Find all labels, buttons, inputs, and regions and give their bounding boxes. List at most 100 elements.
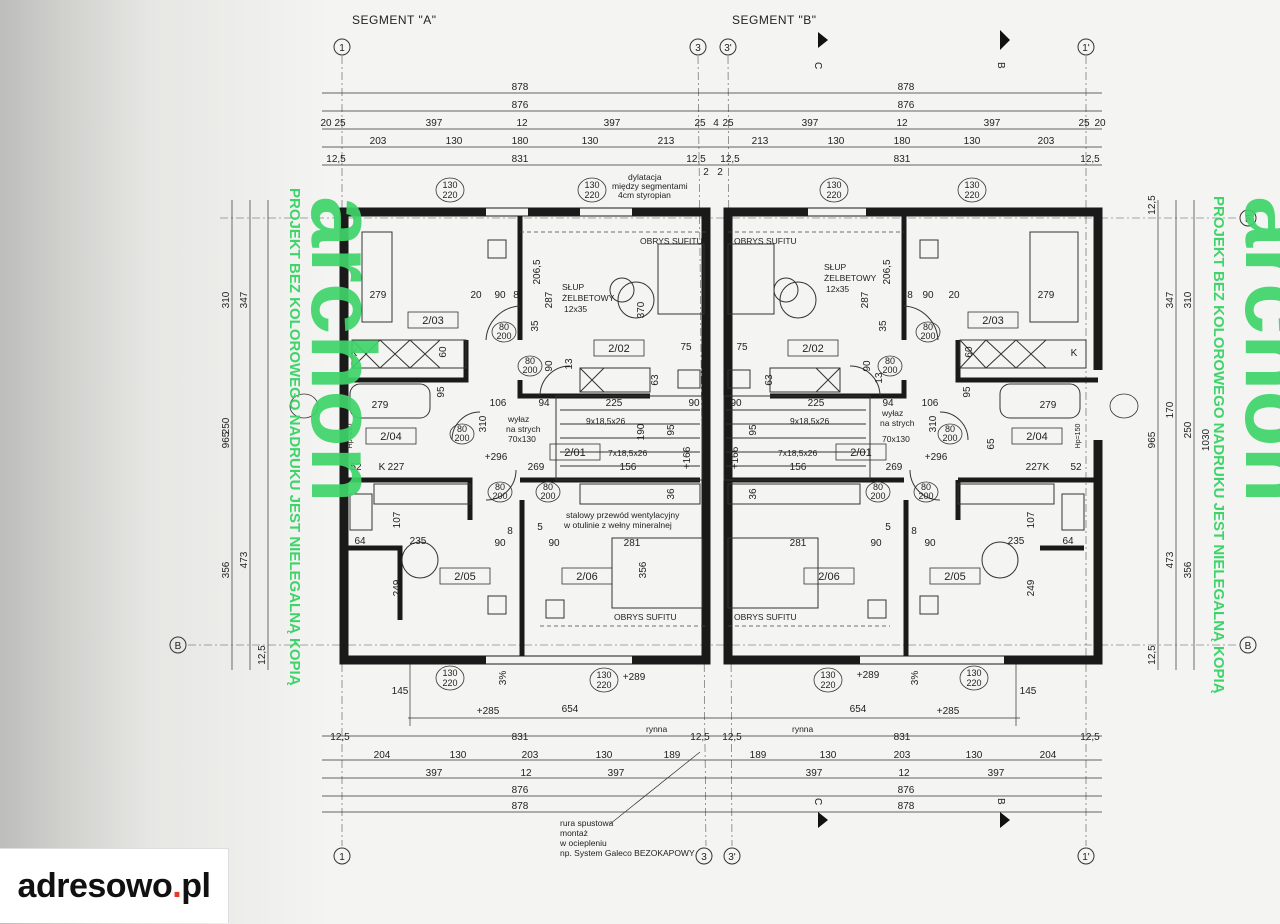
door-a4-w: 80 <box>495 482 505 492</box>
idim-90-b2: 90 <box>730 398 742 409</box>
idim-90-a1: 90 <box>494 290 506 301</box>
idim-rot-35-b: 35 <box>878 320 889 332</box>
dim-180-b: 180 <box>894 136 911 147</box>
door-b1-w: 80 <box>885 356 895 366</box>
door-b3-h: 200 <box>942 433 957 443</box>
scan-shadow <box>0 0 330 924</box>
idim-rot-60-b: 60 <box>964 346 975 358</box>
idim-rot-65-b: 65 <box>986 438 997 450</box>
k-mark-a2: K <box>379 462 386 473</box>
idim-227-b: 227 <box>1026 462 1043 473</box>
dim-125-bmb: 12,5 <box>722 732 742 743</box>
note-stairs-b2: 7x18,5x26 <box>778 448 817 458</box>
level-289-b: +289 <box>857 670 880 681</box>
idim-rot-287-b: 287 <box>860 291 871 308</box>
room-b-203: 2/03 <box>982 315 1003 327</box>
dim-831-a: 831 <box>512 154 529 165</box>
axis-label-1p-bottom: 1' <box>1082 852 1090 863</box>
note-slup-a3: 12x35 <box>564 304 587 314</box>
dim-876-left: 876 <box>512 100 529 111</box>
axis-label-3p: 3' <box>724 43 732 54</box>
site-logo[interactable]: adresowo.pl <box>0 848 229 923</box>
win-a3-h: 220 <box>442 678 457 688</box>
room-b-202: 2/02 <box>802 343 823 355</box>
axis-marker-f-right <box>1239 209 1257 227</box>
note-slup-a2: ŻELBETOWY <box>562 293 615 303</box>
dim-v-347-l: 347 <box>239 291 250 308</box>
section-mark-c-bottom <box>818 812 828 828</box>
door-b3-w: 80 <box>945 424 955 434</box>
wall-outline-a <box>339 207 711 665</box>
note-wentylacja-1: stalowy przewód wentylacyjny <box>566 510 680 520</box>
dim-189-b: 189 <box>750 750 767 761</box>
idim-rot-166-b: +166 <box>730 446 741 469</box>
dim-831-bottom-b: 831 <box>894 732 911 743</box>
room-b-204: 2/04 <box>1026 431 1047 443</box>
idim-rot-287-a: 287 <box>544 291 555 308</box>
level-285-a: +285 <box>477 706 500 717</box>
idim-52-b: 52 <box>1070 462 1082 473</box>
dim-654-b: 654 <box>850 704 867 715</box>
idim-rot-36-a: 36 <box>666 488 677 500</box>
dim-189-a: 189 <box>664 750 681 761</box>
dim-12-a: 12 <box>516 118 528 129</box>
room-a-204: 2/04 <box>380 431 401 443</box>
axis-marker-b-left <box>169 636 187 654</box>
note-wentylacja-2: w otulinie z wełny mineralnej <box>563 520 672 530</box>
idim-90-a4: 90 <box>548 538 560 549</box>
axis-label-3p-bottom: 3' <box>728 852 736 863</box>
idim-rot-107-b: 107 <box>1026 511 1037 528</box>
note-obrys-a1: OBRYS SUFITU <box>640 236 703 246</box>
dim-125-tr: 12,5 <box>1080 154 1100 165</box>
dim-878-bottom-a: 878 <box>512 801 529 812</box>
dim-2-top-b: 2 <box>717 167 723 178</box>
axis-label-3-bottom: 3 <box>701 852 707 863</box>
note-stairs-a1: 9x18,5x26 <box>586 416 625 426</box>
axis-label-1p: 1' <box>1082 43 1090 54</box>
idim-52-a: 52 <box>350 462 362 473</box>
logo-name: adresowo <box>17 866 173 905</box>
dim-203-a: 203 <box>370 136 387 147</box>
idim-rot-90-a: 90 <box>544 360 555 372</box>
note-dylatacja-2: między segmentami <box>612 181 688 191</box>
idim-106-b: 106 <box>922 398 939 409</box>
note-obrys-b2: OBRYS SUFITU <box>734 612 797 622</box>
dim-203-bb: 203 <box>894 750 911 761</box>
dim-v-145-r: 145 <box>1020 686 1037 697</box>
dim-878-left: 878 <box>512 82 529 93</box>
door-a5-h: 200 <box>540 491 555 501</box>
win-b2-h: 220 <box>964 190 979 200</box>
idim-rot-2065-a: 206,5 <box>532 259 543 284</box>
dim-v-125-l: 12,5 <box>257 645 268 665</box>
idim-75-b: 75 <box>736 342 748 353</box>
idim-rot-249-a: 249 <box>392 579 403 596</box>
note-rynna-b: rynna <box>792 724 814 734</box>
dim-203-b: 203 <box>1038 136 1055 147</box>
idim-227-a: 227 <box>388 462 405 473</box>
dim-25-tr: 25 <box>1078 118 1090 129</box>
axis-label-3: 3 <box>695 43 701 54</box>
idim-90-a3: 90 <box>494 538 506 549</box>
idim-5-a: 5 <box>537 522 543 533</box>
idim-64-b: 64 <box>1062 536 1074 547</box>
idim-94-a: 94 <box>538 398 550 409</box>
idim-rot-60-a: 60 <box>438 346 449 358</box>
dim-25-mid-a: 25 <box>694 118 706 129</box>
dim-4-mid: 4 <box>713 118 719 129</box>
door-b5-w: 80 <box>921 482 931 492</box>
idim-8-a: 8 <box>513 290 519 301</box>
idim-269-a: 269 <box>528 462 545 473</box>
idim-20-b: 20 <box>948 290 960 301</box>
dim-130-b2: 130 <box>964 136 981 147</box>
dim-130-b1: 130 <box>828 136 845 147</box>
dim-130-ba2: 130 <box>596 750 613 761</box>
idim-rot-95-b1: 95 <box>748 424 759 436</box>
note-wylaz-b1: wyłaz <box>881 408 903 418</box>
room-b-205: 2/05 <box>944 571 965 583</box>
idim-94-b: 94 <box>882 398 894 409</box>
door-b4-h: 200 <box>870 491 885 501</box>
dim-v-170-r: 170 <box>1165 401 1176 418</box>
dim-213-b: 213 <box>752 136 769 147</box>
dim-v-125-tr: 12,5 <box>1147 195 1158 215</box>
idim-235-a: 235 <box>410 536 427 547</box>
